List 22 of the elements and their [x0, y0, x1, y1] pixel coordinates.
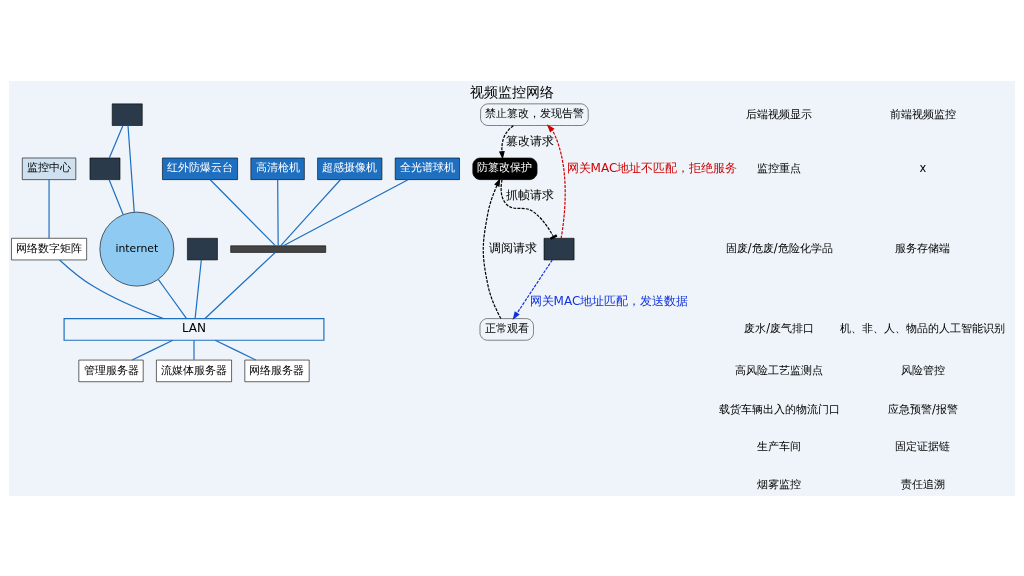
label: 固废/危废/危险化学品: [725, 240, 833, 255]
label: 高风险工艺监测点: [735, 362, 824, 377]
label: 监控重点: [757, 160, 802, 175]
label: 责任追溯: [900, 476, 945, 491]
label: x: [919, 160, 927, 175]
edge-label: 网关MAC地址不匹配，拒绝服务: [566, 160, 738, 175]
edge-label: 调阅请求: [488, 240, 537, 255]
diagram-title: 视频监控网络: [470, 83, 554, 100]
label: 应急预警/报警: [887, 401, 958, 416]
label: 风险管控: [900, 362, 945, 377]
label: 生产车间: [757, 438, 802, 453]
label: 前端视频监控: [889, 106, 956, 121]
edge-label: 篡改请求: [505, 133, 554, 148]
label: 机、非、人、物品的人工智能识别: [840, 320, 1006, 335]
edge-label: 抓帧请求: [505, 187, 554, 202]
label: 服务存储端: [895, 240, 951, 255]
label: 载货车辆出入的物流门口: [718, 401, 840, 416]
edge-label: 网关MAC地址匹配，发送数据: [529, 293, 689, 308]
label: 后端视频显示: [746, 106, 813, 121]
label: 固定证据链: [895, 438, 951, 453]
label: 烟雾监控: [757, 476, 802, 491]
label: 废水/废气排口: [744, 320, 815, 335]
